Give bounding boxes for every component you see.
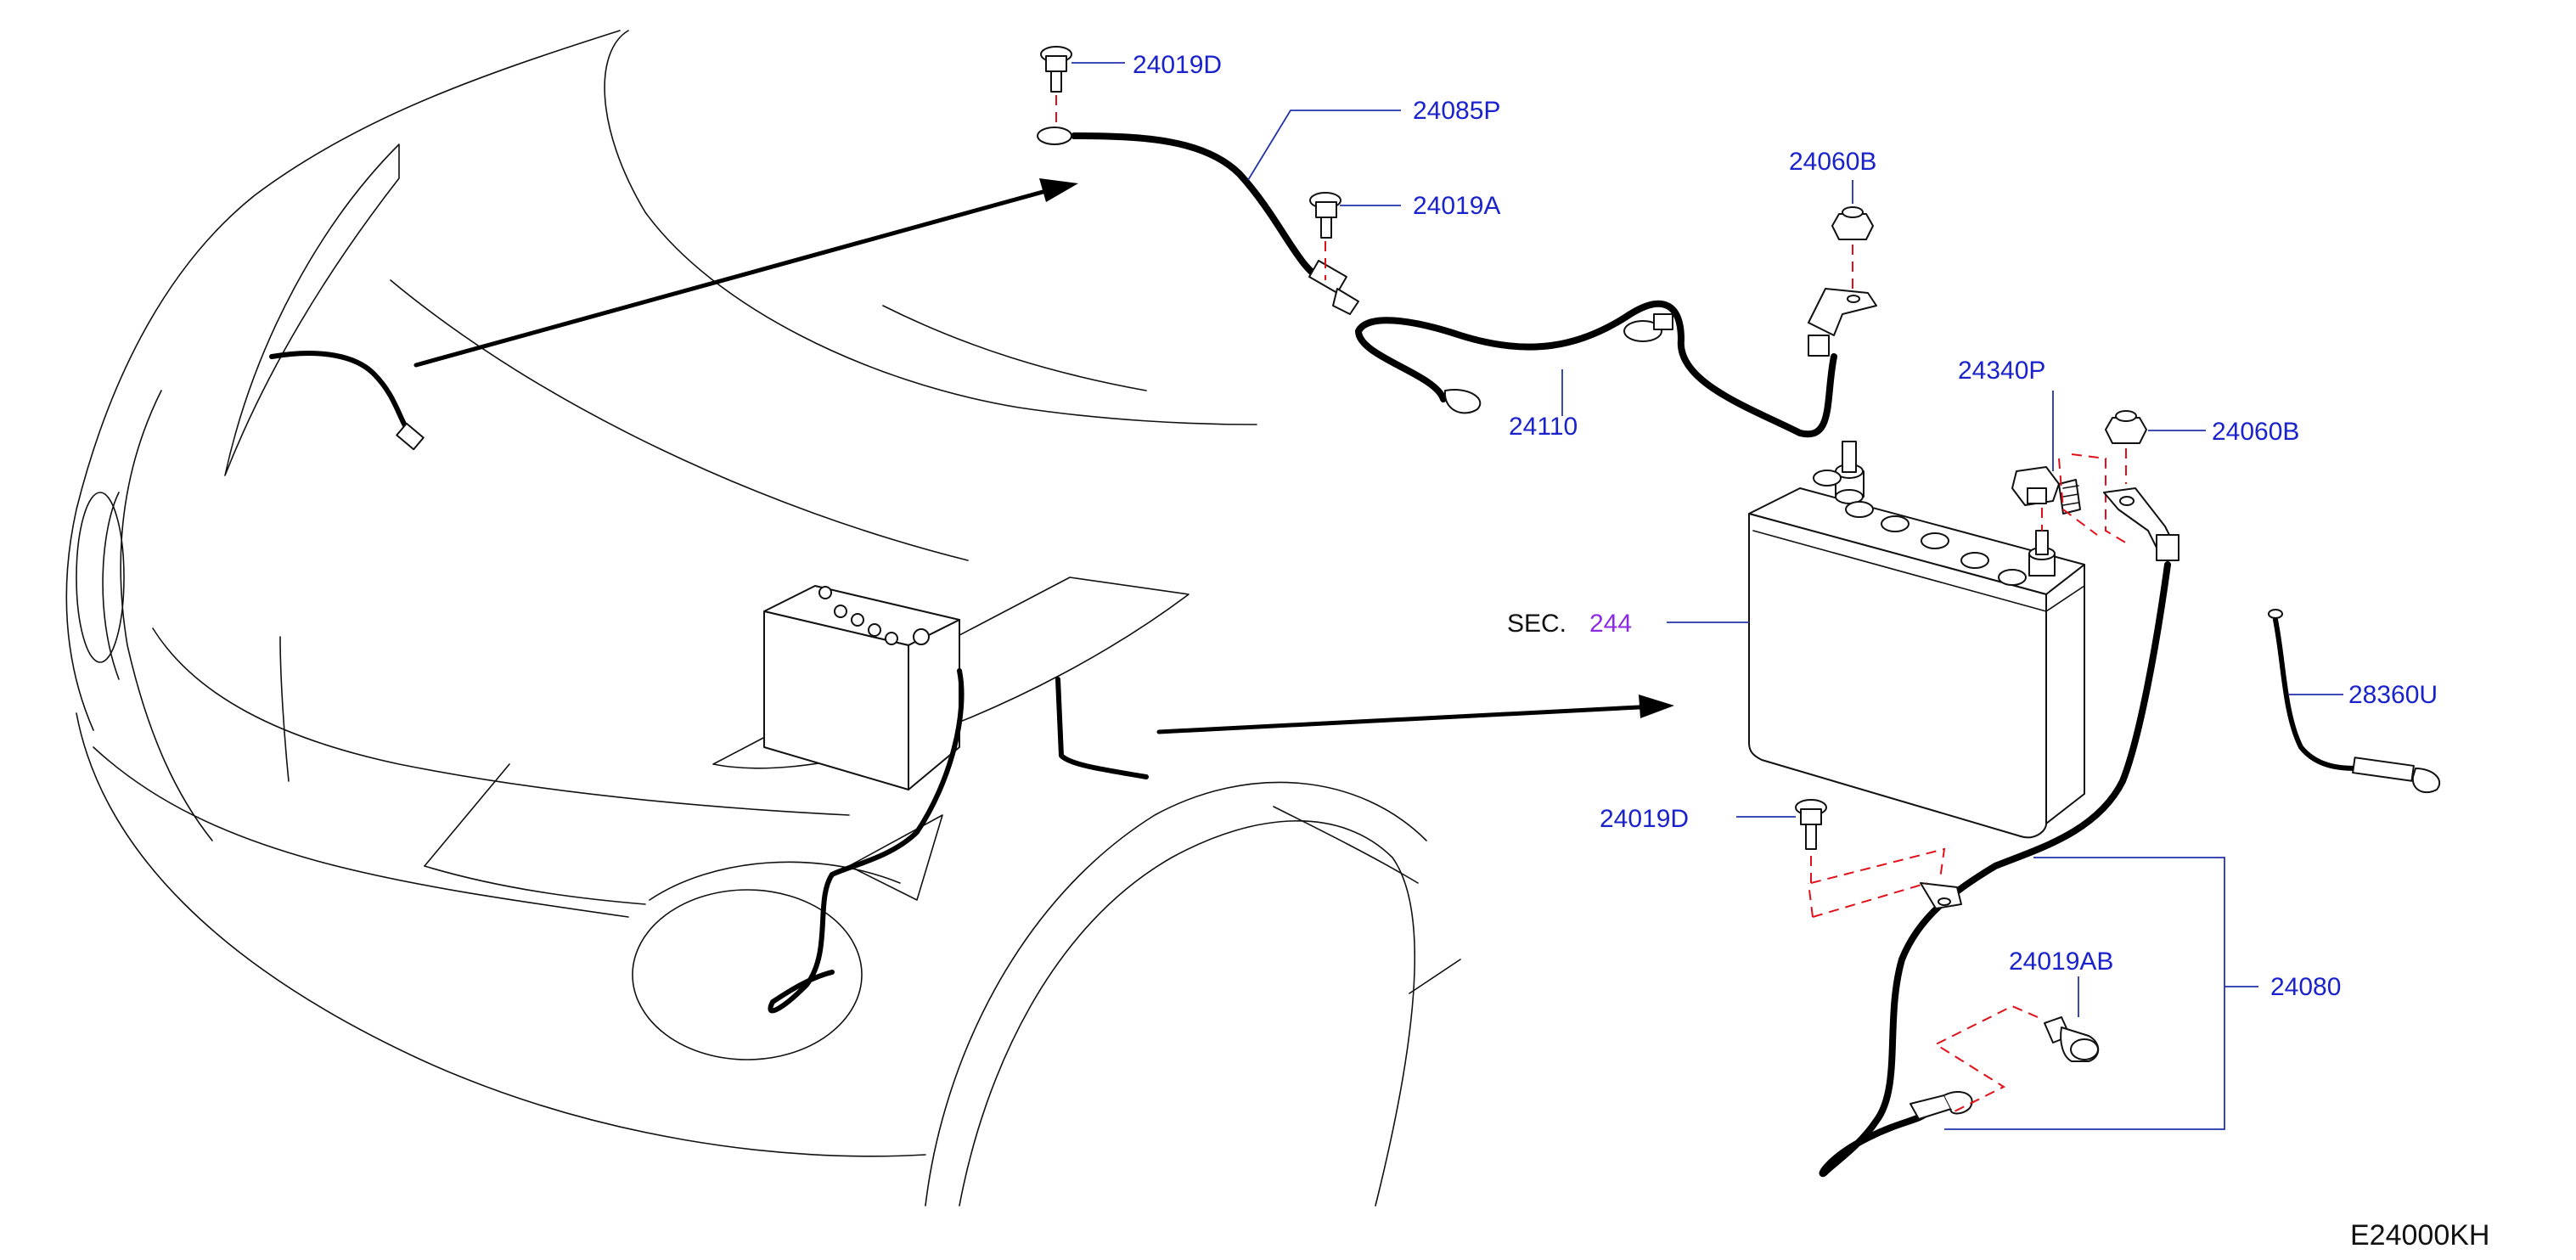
nut-icon — [1831, 206, 1874, 293]
battery-icon — [1748, 441, 2085, 839]
terminal-clamp-icon — [2011, 466, 2081, 531]
part-label-24060B-right: 24060B — [2212, 418, 2299, 446]
part-label-24085P: 24085P — [1413, 97, 1500, 125]
part-label-24110: 24110 — [1509, 413, 1578, 441]
part-label-24019D-bottom: 24019D — [1600, 805, 1689, 833]
part-label-24080: 24080 — [2270, 973, 2341, 1001]
bolt-icon — [1795, 799, 1946, 918]
part-label-24019A: 24019A — [1413, 192, 1500, 220]
cable-24085P — [1037, 127, 1359, 315]
section-ref-link[interactable]: 244 — [1589, 610, 1632, 638]
bolt-icon — [1040, 46, 1072, 126]
hood-ground-cable-small — [269, 351, 425, 451]
bolt-icon — [1933, 1004, 2100, 1113]
cable-28360U — [2268, 609, 2441, 794]
bolt-icon — [1309, 192, 1341, 280]
section-ref-prefix: SEC. — [1507, 610, 1566, 638]
cable-24080 — [1819, 487, 2179, 1178]
nut-icon — [2058, 410, 2147, 544]
battery-small-icon — [763, 585, 1149, 1014]
part-label-28360U: 28360U — [2348, 681, 2438, 709]
arrow-icon — [1156, 695, 1674, 734]
arrow-icon — [413, 178, 1078, 368]
part-label-24019D-top: 24019D — [1133, 51, 1222, 79]
cable-24110 — [1355, 288, 1877, 438]
part-label-24019AB: 24019AB — [2009, 948, 2113, 976]
part-label-24340P: 24340P — [1958, 357, 2045, 385]
part-label-24060B-top: 24060B — [1789, 148, 1876, 176]
diagram-id: E24000KH — [2350, 1219, 2489, 1252]
leader-lines — [1071, 62, 2343, 1130]
car-body-outline — [65, 30, 1461, 1207]
